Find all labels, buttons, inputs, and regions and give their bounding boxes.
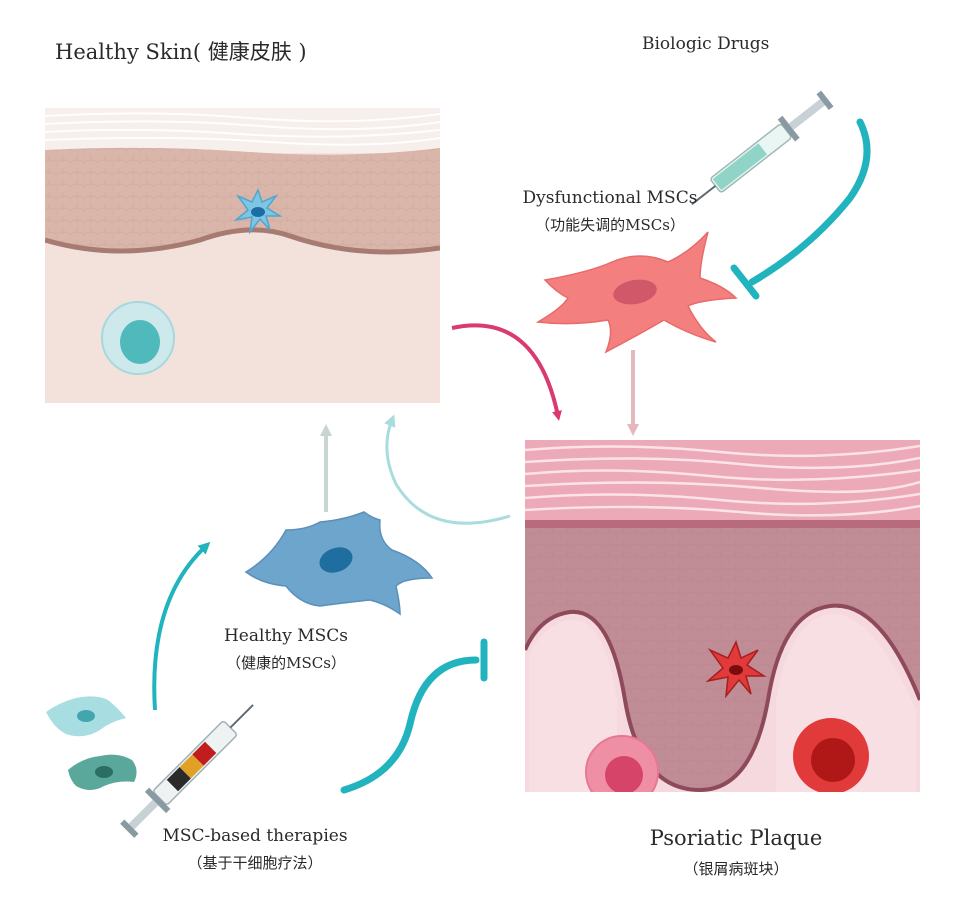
syringe-icon (120, 704, 254, 838)
dysfunctional-msc-icon (535, 231, 738, 354)
syringe-icon (691, 90, 834, 206)
small-msc-icon (68, 754, 137, 790)
healthy-mscs-cn-label: （健康的MSCs） (226, 654, 346, 672)
round-cell-icon (101, 301, 175, 375)
healthy-mscs-label: Healthy MSCs (223, 626, 349, 646)
small-msc-icon (46, 696, 126, 737)
healthy-skin-label: Healthy Skin( 健康皮肤 ) (55, 40, 307, 64)
psoriatic-plaque-panel (525, 440, 920, 792)
inflammatory-dendritic-cell-icon (705, 640, 767, 699)
dendritic-cell-icon (233, 188, 283, 235)
dysfunctional-mscs-cn-label: （功能失调的MSCs） (535, 216, 685, 234)
transition-arrow-icon (384, 414, 511, 525)
dysfunctional-mscs-label: Dysfunctional MSCs (522, 188, 698, 208)
inhibit-arrow-icon (730, 118, 871, 300)
msc-therapies-label: MSC-based therapies (162, 826, 348, 846)
msc-therapies-cn-label: （基于干细胞疗法） (187, 854, 323, 872)
immune-cell-icon (793, 718, 869, 792)
transition-arrow-icon (152, 541, 211, 711)
psoriatic-plaque-cn-label: （银屑病斑块） (683, 860, 789, 878)
inhibit-arrow-icon (340, 638, 488, 794)
healthy-msc-icon (244, 511, 434, 616)
immune-cell-icon (585, 735, 659, 792)
healthy-skin-panel (45, 108, 440, 403)
psoriatic-plaque-label: Psoriatic Plaque (649, 826, 823, 850)
transition-arrow-icon (451, 323, 562, 421)
biologic-drugs-label: Biologic Drugs (642, 34, 770, 54)
